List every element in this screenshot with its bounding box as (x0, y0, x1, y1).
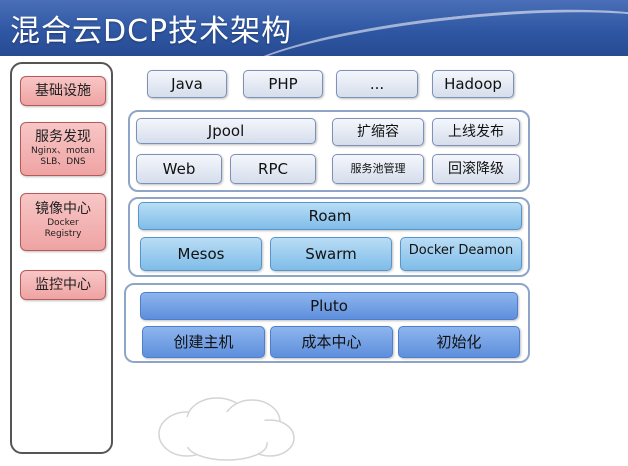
sidebar-item-sub: Docker Registry (44, 218, 82, 239)
page-title: 混合云DCP技术架构 (10, 14, 293, 49)
sidebar-item-infrastructure: 基础设施 (20, 76, 106, 106)
init-box: 初始化 (398, 326, 520, 358)
sidebar: 基础设施 服务发现 Nginx、motan SLB、DNS 镜像中心 Docke… (10, 62, 113, 454)
mesos-box: Mesos (140, 237, 262, 271)
rollback-box: 回滚降级 (432, 154, 520, 184)
title-bar: 混合云DCP技术架构 (0, 0, 628, 56)
sidebar-item-sub: Nginx、motan SLB、DNS (31, 146, 95, 167)
swarm-box: Swarm (270, 237, 392, 271)
ellipsis-box: ... (336, 70, 418, 98)
rpc-box: RPC (230, 154, 316, 184)
hadoop-box: Hadoop (432, 70, 514, 98)
sidebar-item-label: 监控中心 (35, 277, 91, 293)
sidebar-item-monitoring: 监控中心 (20, 270, 106, 300)
web-box: Web (136, 154, 222, 184)
php-box: PHP (243, 70, 323, 98)
sidebar-item-service-discovery: 服务发现 Nginx、motan SLB、DNS (20, 122, 106, 176)
service-pool-box: 服务池管理 (332, 154, 424, 184)
pluto-box: Pluto (140, 292, 518, 320)
sidebar-item-label: 基础设施 (35, 83, 91, 99)
docker-deamon-box: Docker Deamon (400, 237, 522, 271)
sidebar-item-image-center: 镜像中心 Docker Registry (20, 193, 106, 251)
create-host-box: 创建主机 (142, 326, 265, 358)
sidebar-item-label: 镜像中心 (35, 201, 91, 217)
jpool-box: Jpool (136, 118, 316, 144)
roam-box: Roam (138, 202, 522, 230)
sidebar-item-label: 服务发现 (35, 129, 91, 145)
scale-box: 扩缩容 (332, 118, 424, 146)
release-box: 上线发布 (432, 118, 520, 146)
java-box: Java (147, 70, 227, 98)
cost-center-box: 成本中心 (270, 326, 393, 358)
cloud-icon (158, 397, 295, 461)
